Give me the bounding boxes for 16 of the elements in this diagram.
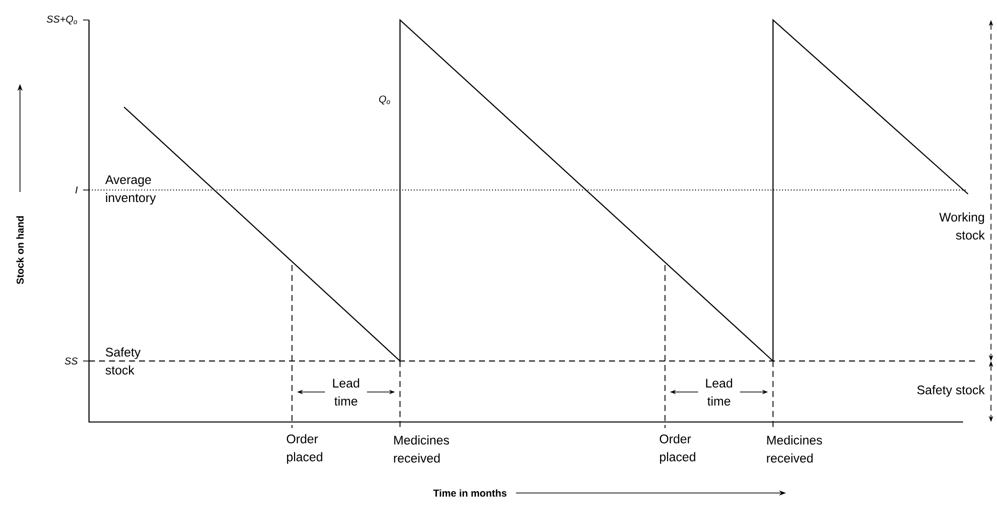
tick-label: SS: [64, 357, 78, 365]
quantity-label: Q$_{o}$: [379, 96, 390, 104]
dimension-label: Working stock: [939, 212, 985, 240]
interval-label: Lead time: [333, 378, 360, 406]
dimension-label: Safety stock: [917, 385, 985, 397]
event-label: Order placed: [660, 434, 696, 464]
tick-label: I: [75, 186, 78, 194]
event-label: Medicines received: [767, 435, 822, 463]
line-label: Safety stock: [106, 347, 141, 375]
interval-label: Lead time: [706, 378, 732, 406]
event-label: Order placed: [286, 434, 322, 464]
axis-title: Time in months: [433, 489, 506, 497]
event-label: Medicines received: [394, 435, 450, 463]
line-label: Average inventory: [105, 175, 156, 205]
tick-label: SS+Q$_{o}$: [46, 16, 78, 24]
axis-title: Stock on hand: [16, 216, 24, 284]
